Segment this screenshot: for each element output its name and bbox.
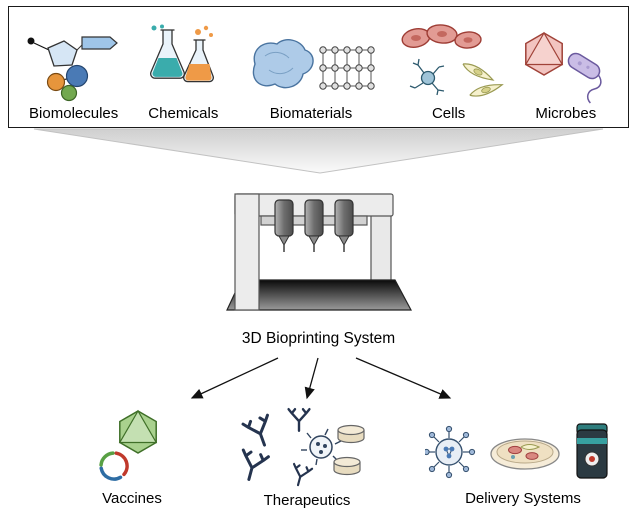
input-label-biomolecules: Biomolecules bbox=[29, 105, 119, 122]
output-label-vaccines: Vaccines bbox=[102, 490, 162, 507]
input-label-chemicals: Chemicals bbox=[148, 105, 219, 122]
microbes-icon bbox=[525, 31, 602, 104]
output-group-delivery-systems: Delivery Systems bbox=[418, 414, 628, 507]
output-group-vaccines: Vaccines bbox=[84, 406, 180, 507]
arrow-to-vaccines bbox=[190, 357, 279, 399]
bioprinter-icon bbox=[226, 193, 412, 311]
output-group-therapeutics: Therapeutics bbox=[232, 400, 382, 509]
tablet-icon bbox=[337, 424, 365, 444]
funnel-arrow bbox=[33, 128, 604, 174]
input-label-cells: Cells bbox=[431, 105, 466, 122]
antibody-icon bbox=[287, 462, 314, 488]
output-label-delivery-systems: Delivery Systems bbox=[465, 490, 581, 507]
petri-dish-icon bbox=[490, 438, 560, 470]
inputs-box: Biomolecules Chemicals bbox=[8, 6, 629, 128]
vaccines-icon bbox=[98, 409, 157, 481]
canister-icon bbox=[576, 423, 608, 479]
input-group-cells: Cells bbox=[394, 22, 504, 122]
input-label-biomaterials: Biomaterials bbox=[269, 105, 353, 122]
arrow-to-therapeutics bbox=[304, 357, 319, 400]
chemicals-icon bbox=[150, 24, 215, 83]
input-group-biomolecules: Biomolecules bbox=[24, 28, 124, 122]
antibody-icon bbox=[287, 408, 311, 432]
lipid-nanoparticle-icon bbox=[425, 425, 476, 479]
input-label-microbes: Microbes bbox=[535, 105, 597, 122]
antibody-icon bbox=[241, 413, 279, 451]
therapeutics-icon bbox=[237, 408, 365, 488]
arrow-to-delivery-systems bbox=[355, 357, 452, 399]
output-label-therapeutics: Therapeutics bbox=[263, 492, 351, 509]
delivery-systems-icon bbox=[425, 423, 608, 479]
input-group-biomaterials: Biomaterials bbox=[243, 34, 379, 122]
input-group-microbes: Microbes bbox=[518, 24, 613, 122]
nanoparticle-icon bbox=[301, 428, 342, 466]
input-group-chemicals: Chemicals bbox=[138, 24, 228, 122]
biomaterials-icon bbox=[252, 39, 375, 90]
printer-label: 3D Bioprinting System bbox=[241, 330, 396, 347]
bioprinter bbox=[225, 184, 415, 337]
cells-icon bbox=[401, 24, 504, 97]
biomolecules-icon bbox=[27, 36, 118, 102]
antibody-icon bbox=[237, 448, 270, 485]
tablet-icon bbox=[333, 456, 361, 476]
